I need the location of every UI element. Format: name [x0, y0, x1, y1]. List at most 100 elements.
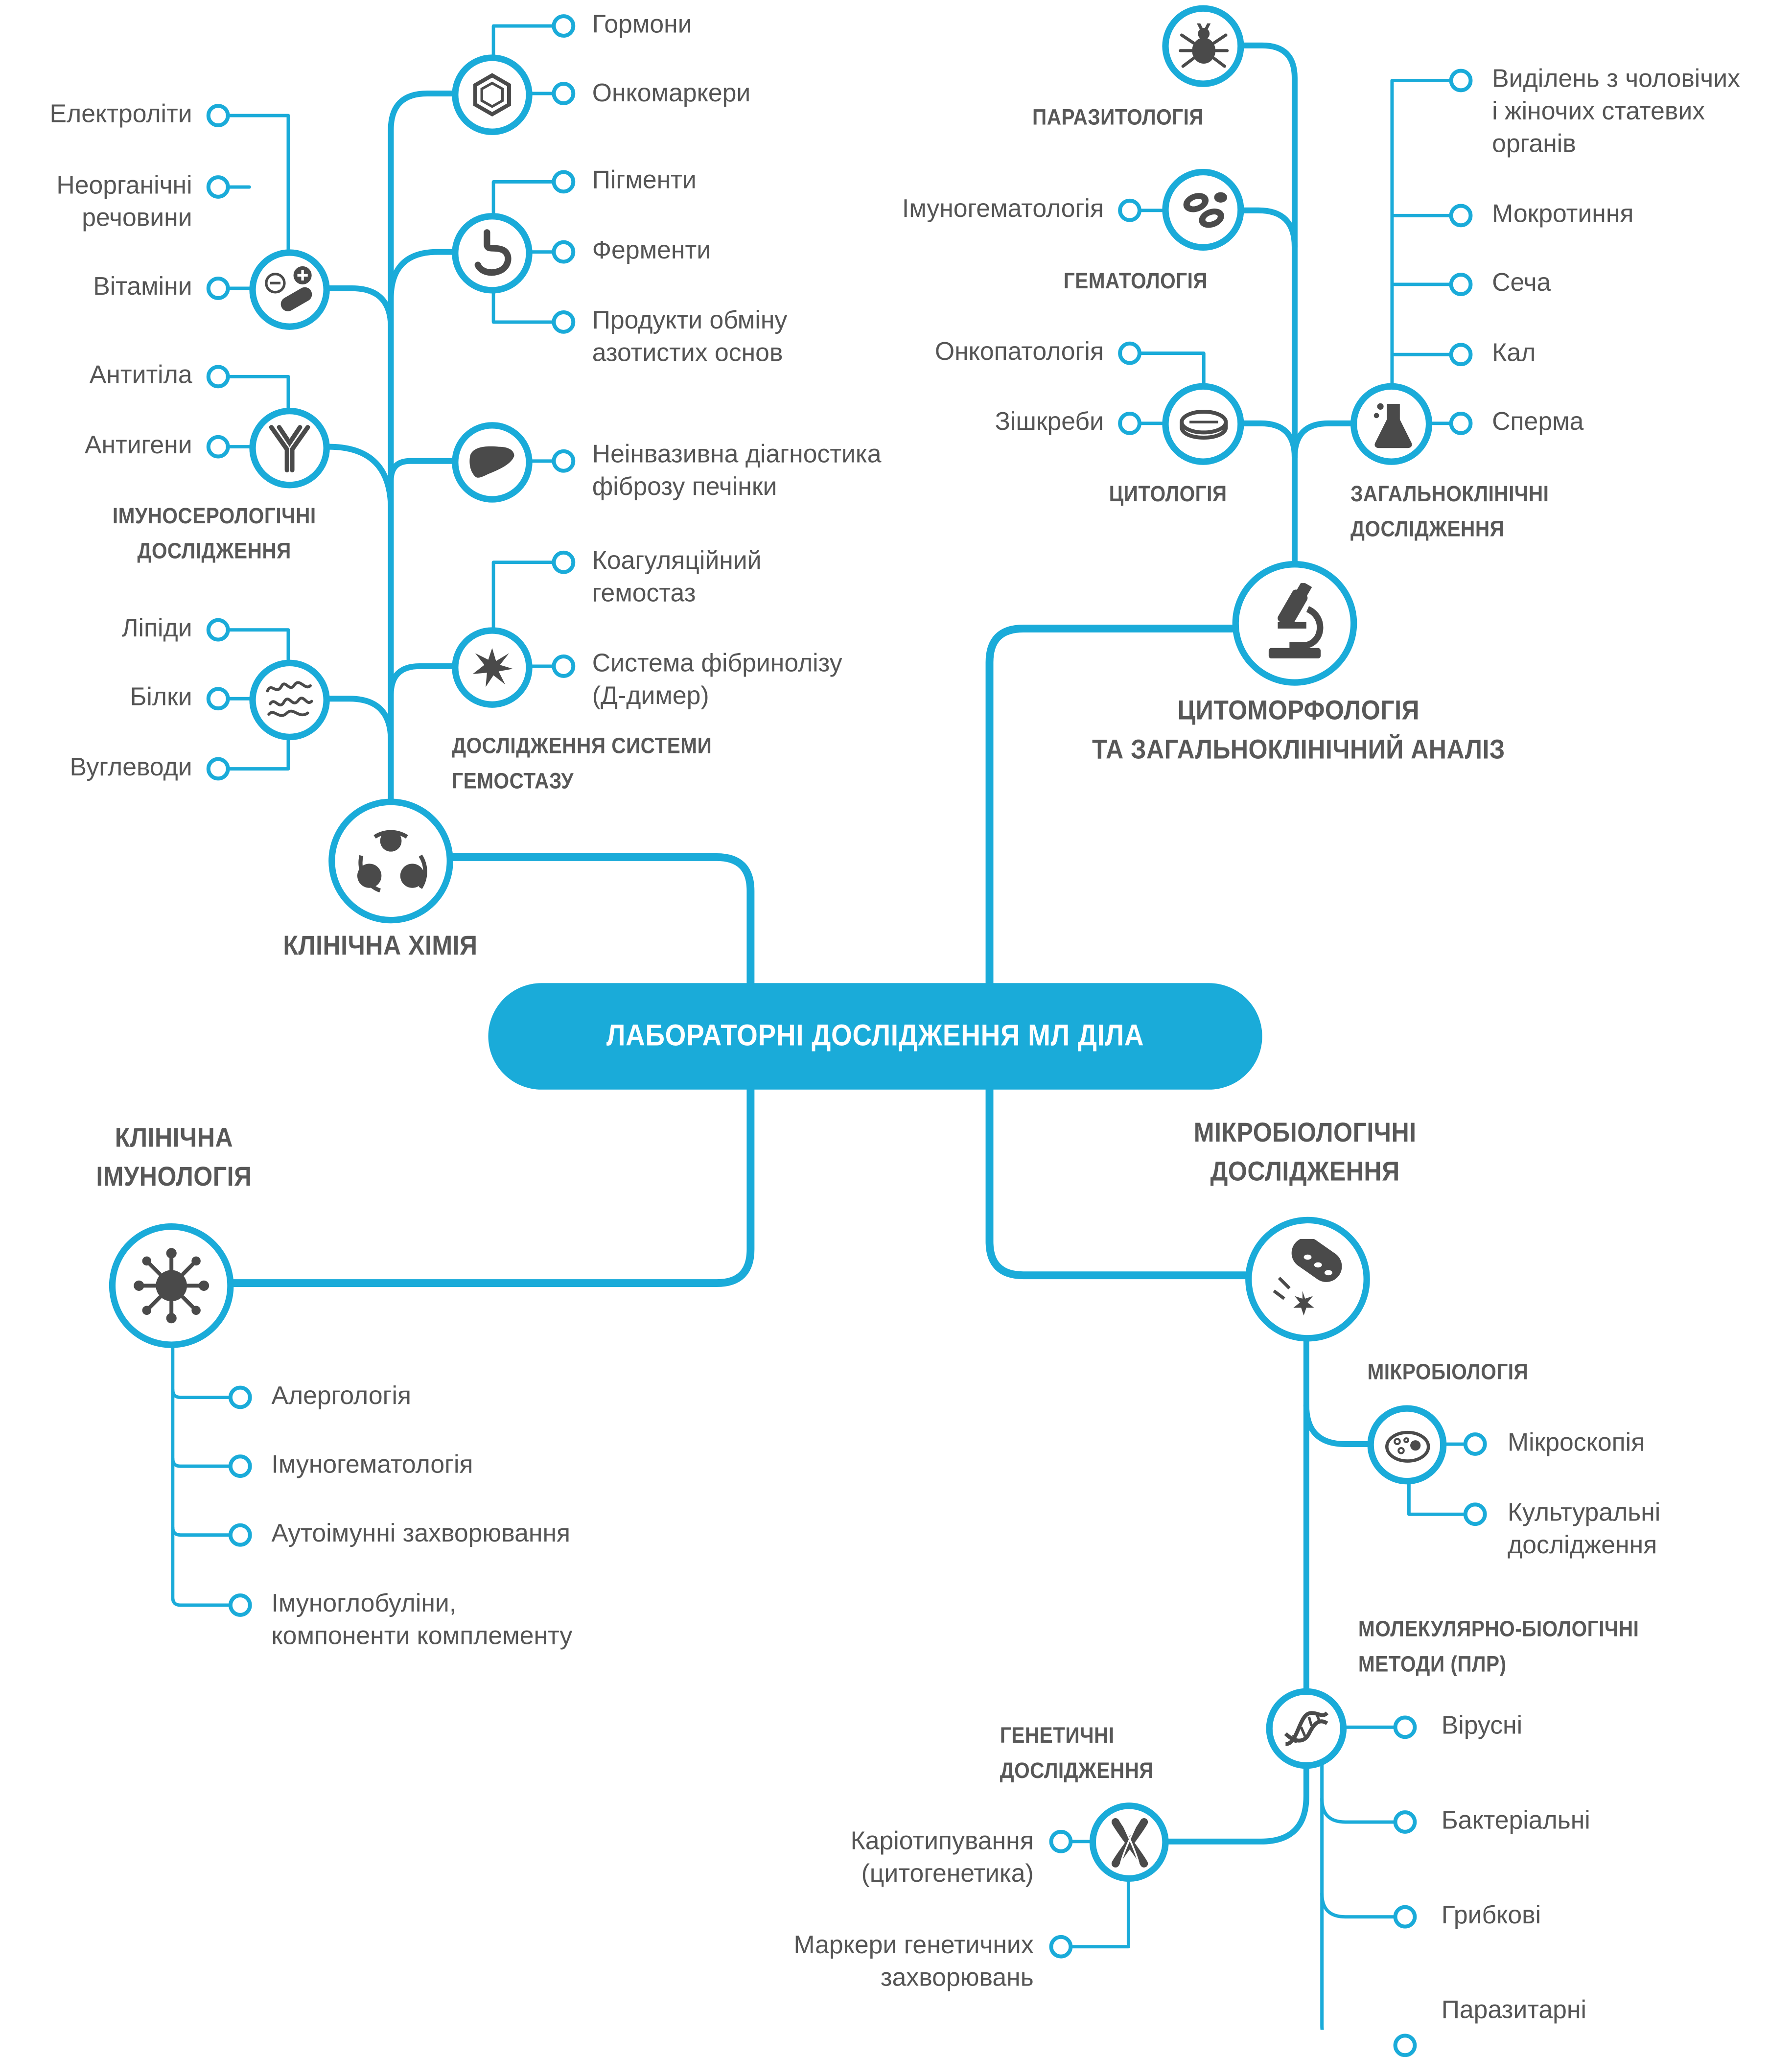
- leaf-label: Грибкові: [1441, 1901, 1541, 1930]
- leaf-label: Аутоімунні захворювання: [271, 1519, 571, 1548]
- benzene-ring-icon: [473, 73, 511, 117]
- leaf-dot[interactable]: [1449, 273, 1473, 296]
- leaf-dot[interactable]: [1118, 411, 1141, 435]
- leaf-dot[interactable]: [1393, 1905, 1417, 1929]
- leaf-label: Неінвазивна діагностика фіброзу печінки: [592, 440, 882, 502]
- cytomorphology-title: ЦИТОМОРФОЛОГІЯ ТА ЗАГАЛЬНОКЛІНІЧНИЙ АНАЛ…: [1092, 696, 1505, 765]
- leaf-dot[interactable]: [206, 277, 230, 300]
- leaf-dot[interactable]: [1449, 204, 1473, 228]
- clinical-chemistry-node[interactable]: [328, 798, 453, 924]
- stomach-icon: [474, 229, 512, 276]
- pigments-node[interactable]: [452, 213, 533, 294]
- leaf-dot[interactable]: [206, 175, 230, 199]
- hormones-node[interactable]: [452, 54, 533, 135]
- leaf-dot[interactable]: [206, 365, 230, 389]
- general-clinical-node[interactable]: [1350, 383, 1433, 465]
- leaf-dot[interactable]: [1463, 1502, 1487, 1526]
- hematology-title: ГЕМАТОЛОГІЯ: [1063, 269, 1208, 294]
- leaf-dot[interactable]: [1393, 1810, 1417, 1834]
- leaf-dot[interactable]: [206, 687, 230, 711]
- hematology-node[interactable]: [1162, 168, 1244, 251]
- microbiology-sub-node[interactable]: [1367, 1405, 1447, 1485]
- microbiology-title: МІКРОБІОЛОГІЧНІ ДОСЛІДЖЕННЯ: [1193, 1118, 1417, 1187]
- leaf-dot[interactable]: [1049, 1829, 1073, 1853]
- leaf-label: Маркери генетичних захворювань: [793, 1931, 1034, 1992]
- leaf-dot[interactable]: [228, 1385, 252, 1409]
- leaf-dot[interactable]: [552, 550, 576, 574]
- leaf-dot[interactable]: [552, 14, 576, 38]
- leaf-dot[interactable]: [206, 618, 230, 642]
- leaf-dot[interactable]: [1449, 411, 1473, 435]
- leaf-dot[interactable]: [552, 310, 576, 334]
- leaf-dot[interactable]: [206, 435, 230, 459]
- cytology-title: ЦИТОЛОГІЯ: [1109, 482, 1227, 507]
- genetic-node[interactable]: [1089, 1802, 1169, 1882]
- leaf-dot[interactable]: [552, 449, 576, 473]
- leaf-label: Продукти обміну азотистих основ: [592, 306, 788, 368]
- leaf-dot[interactable]: [1118, 341, 1141, 365]
- leaf-label: Мокротиння: [1492, 200, 1634, 229]
- leaf-label: Виділень з чоловічих і жіночих статевих …: [1492, 65, 1741, 159]
- leaf-dot[interactable]: [1393, 2034, 1417, 2057]
- leaf-label: Електроліти: [49, 100, 192, 129]
- immunoserology-node[interactable]: [249, 408, 330, 489]
- leaf-dot[interactable]: [1393, 1715, 1417, 1739]
- pill-icon: [265, 266, 312, 311]
- electrolytes-node[interactable]: [249, 249, 330, 330]
- leaf-dot[interactable]: [1118, 198, 1141, 222]
- leaf-label: Імуногематологія: [271, 1450, 473, 1479]
- microbiology-sub-title: МІКРОБІОЛОГІЯ: [1367, 1359, 1529, 1384]
- protein-chain-icon: [266, 681, 313, 717]
- clinical-immunology-node[interactable]: [109, 1223, 234, 1348]
- leaf-label: Білки: [130, 683, 192, 712]
- leaf-dot[interactable]: [552, 82, 576, 105]
- leaf-dot[interactable]: [1463, 1432, 1487, 1456]
- cytomorphology-node[interactable]: [1232, 561, 1357, 686]
- leaf-dot[interactable]: [552, 170, 576, 194]
- immunoserology-title: ІМУНОСЕРОЛОГІЧНІ ДОСЛІДЖЕННЯ: [112, 504, 316, 564]
- leaf-dot[interactable]: [228, 1593, 252, 1617]
- leaf-label: Сперма: [1492, 408, 1584, 437]
- petri-dish-icon: [1179, 409, 1227, 439]
- leaf-label: Паразитарні: [1441, 1996, 1586, 2025]
- center-title: ЛАБОРАТОРНІ ДОСЛІДЖЕННЯ МЛ ДІЛА: [606, 1018, 1144, 1052]
- bacterium-icon: [1273, 1239, 1342, 1316]
- leaf-dot[interactable]: [552, 240, 576, 264]
- parasitology-node[interactable]: [1162, 5, 1244, 87]
- star-burst-icon: [472, 648, 513, 687]
- leaf-dot[interactable]: [1049, 1935, 1073, 1959]
- leaf-dot[interactable]: [228, 1523, 252, 1547]
- general-clinical-title: ЗАГАЛЬНОКЛІНІЧНІ ДОСЛІДЖЕННЯ: [1350, 482, 1549, 542]
- tick-icon: [1178, 23, 1228, 68]
- antibody-icon: [269, 425, 310, 472]
- liver-icon: [469, 446, 514, 478]
- leaf-dot[interactable]: [206, 757, 230, 781]
- leaf-dot[interactable]: [1449, 69, 1473, 93]
- leaf-label: Зішкреби: [995, 408, 1104, 437]
- leaf-label: Вітаміни: [93, 273, 192, 302]
- cell-icon: [1384, 1430, 1430, 1462]
- leaf-dot[interactable]: [552, 654, 576, 678]
- center-topic: ЛАБОРАТОРНІ ДОСЛІДЖЕННЯ МЛ ДІЛА: [488, 983, 1262, 1090]
- microbiology-node[interactable]: [1245, 1216, 1370, 1342]
- leaf-label: Мікроскопія: [1508, 1428, 1645, 1457]
- leaf-dot[interactable]: [1449, 343, 1473, 367]
- genetic-title: ГЕНЕТИЧНІ ДОСЛІДЖЕННЯ: [1000, 1723, 1154, 1783]
- leaf-label: Антигени: [84, 431, 192, 460]
- leaf-label: Імуногематологія: [902, 194, 1104, 224]
- liver-node[interactable]: [452, 422, 533, 503]
- leaf-label: Ферменти: [592, 236, 711, 265]
- hemostasis-node[interactable]: [452, 627, 533, 708]
- leaf-label: Антитіла: [89, 361, 192, 390]
- clinical-chemistry-title: КЛІНІЧНА ХІМІЯ: [283, 931, 478, 961]
- leaf-dot[interactable]: [206, 104, 230, 127]
- chromosome-icon: [1111, 1817, 1147, 1867]
- molecule-icon: [357, 830, 427, 893]
- cytology-node[interactable]: [1162, 383, 1244, 465]
- lipids-node[interactable]: [249, 659, 330, 741]
- molecular-node[interactable]: [1266, 1688, 1347, 1769]
- leaf-label: Неорганічні речовини: [56, 171, 192, 233]
- leaf-label: Пігменти: [592, 166, 697, 195]
- leaf-dot[interactable]: [228, 1454, 252, 1478]
